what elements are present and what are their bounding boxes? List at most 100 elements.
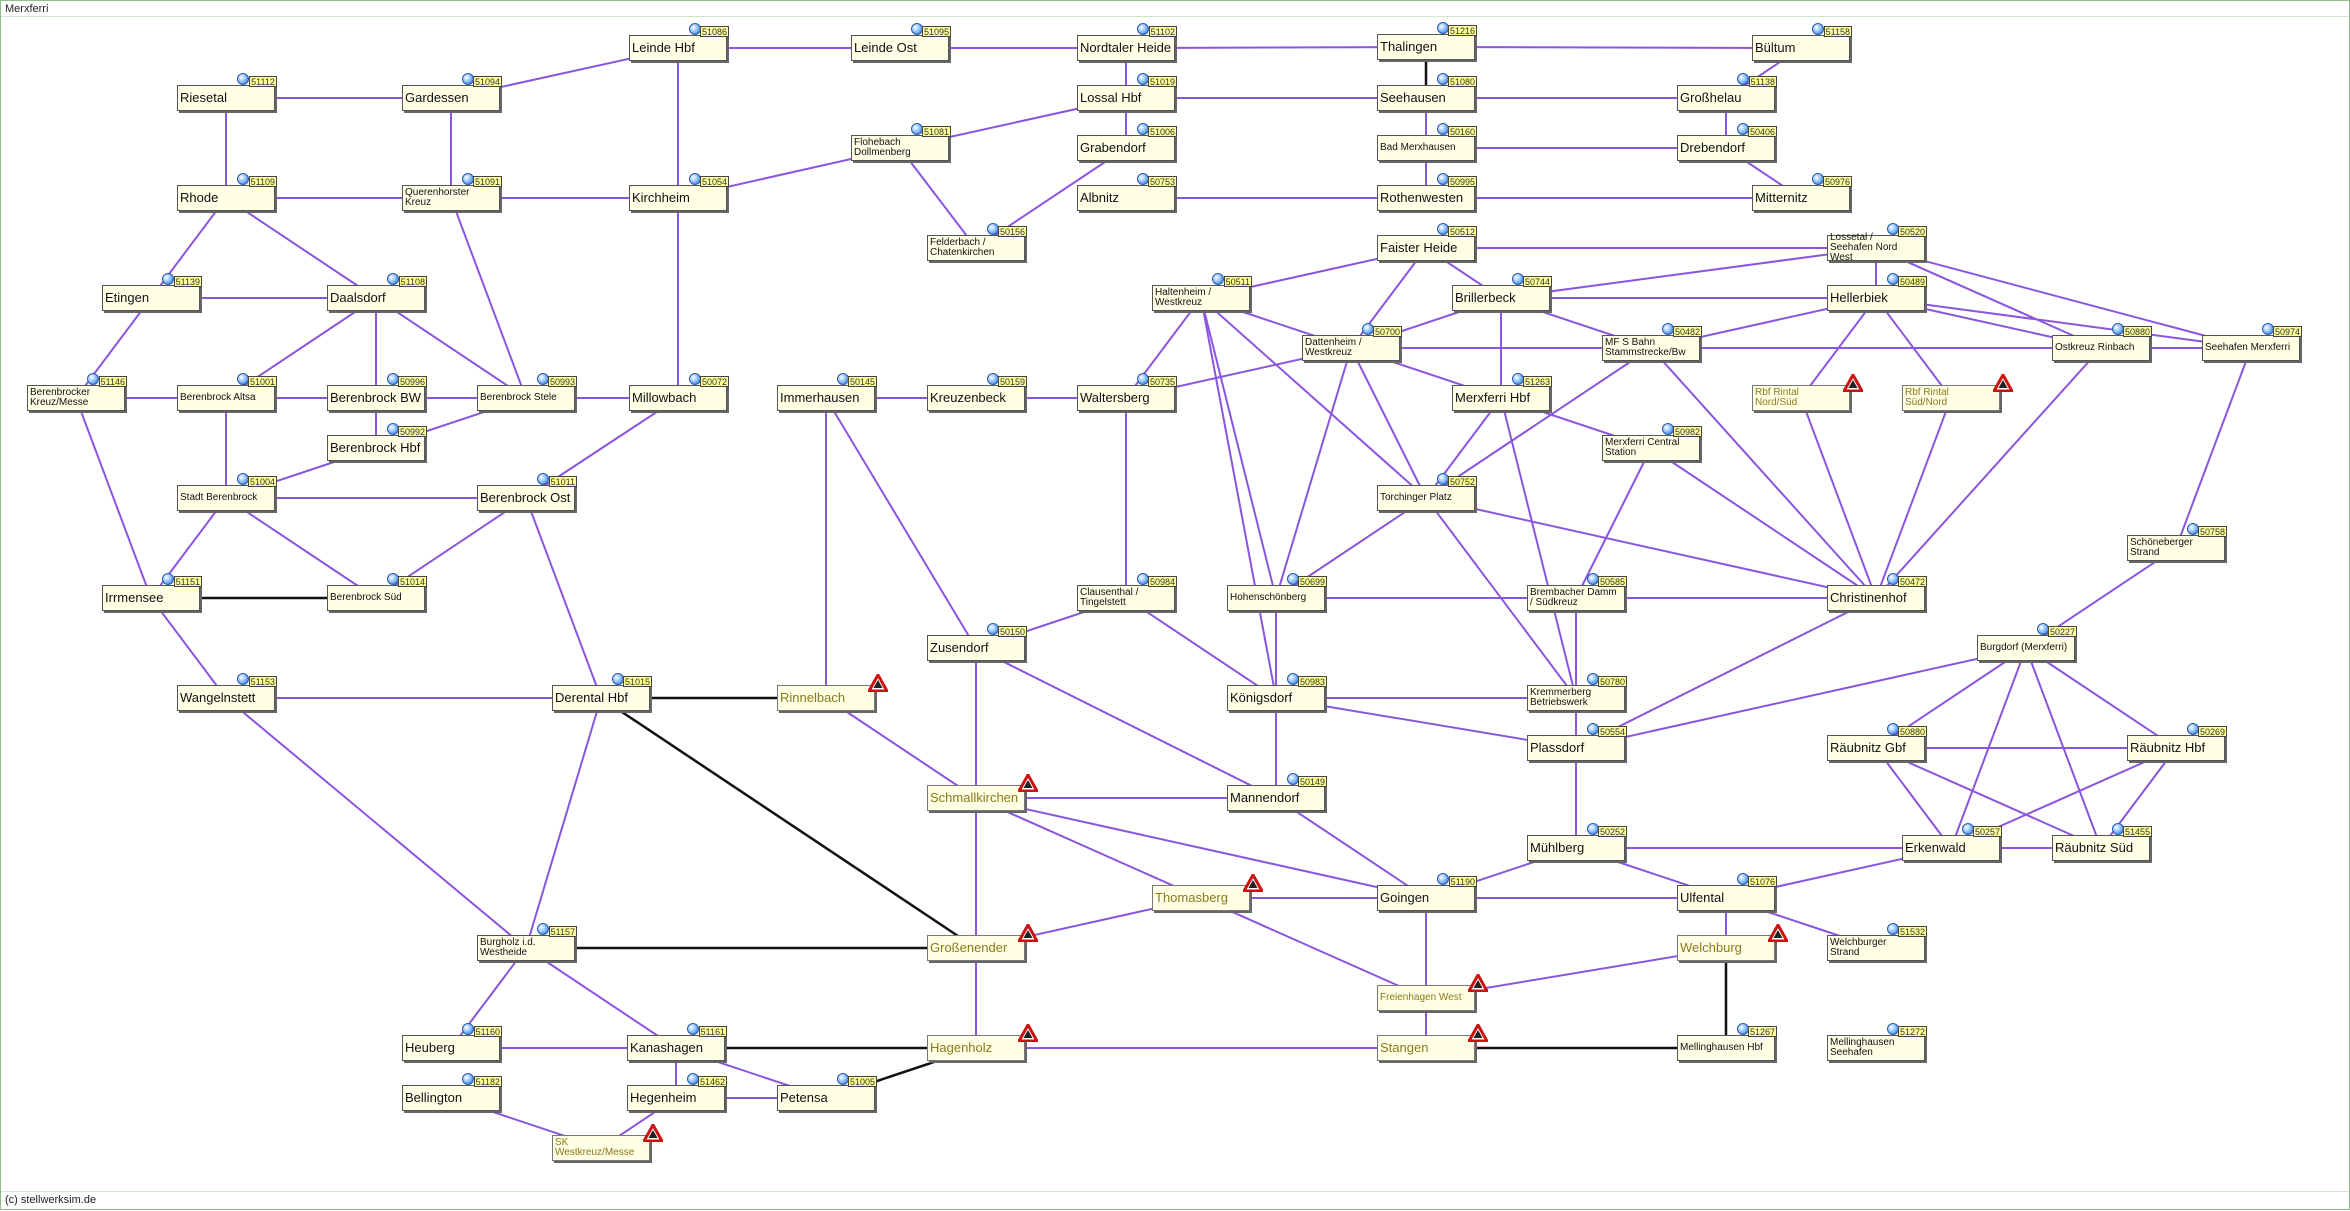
station-burgdorf[interactable]: Burgdorf (Merxferri)50227 bbox=[1977, 623, 2077, 661]
station-rinnelbach[interactable]: Rinnelbach bbox=[777, 671, 890, 711]
info-orb-icon[interactable] bbox=[162, 573, 174, 585]
info-orb-icon[interactable] bbox=[1437, 873, 1449, 885]
station-sk-westkreuz[interactable]: SK Westkreuz/Messe bbox=[552, 1121, 665, 1161]
station-stangen[interactable]: Stangen bbox=[1377, 1021, 1490, 1061]
station-thomasberg[interactable]: Thomasberg bbox=[1152, 871, 1265, 911]
info-orb-icon[interactable] bbox=[1212, 273, 1224, 285]
info-orb-icon[interactable] bbox=[462, 1073, 474, 1085]
info-orb-icon[interactable] bbox=[387, 273, 399, 285]
info-orb-icon[interactable] bbox=[237, 73, 249, 85]
info-orb-icon[interactable] bbox=[1137, 23, 1149, 35]
station-welchburg[interactable]: Welchburg bbox=[1677, 921, 1790, 961]
station-freienhagen[interactable]: Freienhagen West bbox=[1377, 971, 1490, 1011]
info-orb-icon[interactable] bbox=[87, 373, 99, 385]
info-orb-icon[interactable] bbox=[237, 173, 249, 185]
info-orb-icon[interactable] bbox=[537, 923, 549, 935]
info-orb-icon[interactable] bbox=[462, 1023, 474, 1035]
station-schmallkirchen[interactable]: Schmallkirchen bbox=[927, 771, 1040, 811]
info-orb-icon[interactable] bbox=[1737, 73, 1749, 85]
station-hagenholz[interactable]: Hagenholz bbox=[927, 1021, 1040, 1061]
info-orb-icon[interactable] bbox=[687, 1023, 699, 1035]
station-rbf-rintal-sn[interactable]: Rbf Rintal Süd/Nord bbox=[1902, 371, 2015, 411]
station-rbf-rintal-ns[interactable]: Rbf Rintal Nord/Süd bbox=[1752, 371, 1865, 411]
info-orb-icon[interactable] bbox=[537, 473, 549, 485]
info-orb-icon[interactable] bbox=[162, 273, 174, 285]
info-orb-icon[interactable] bbox=[237, 673, 249, 685]
info-orb-icon[interactable] bbox=[1812, 23, 1824, 35]
